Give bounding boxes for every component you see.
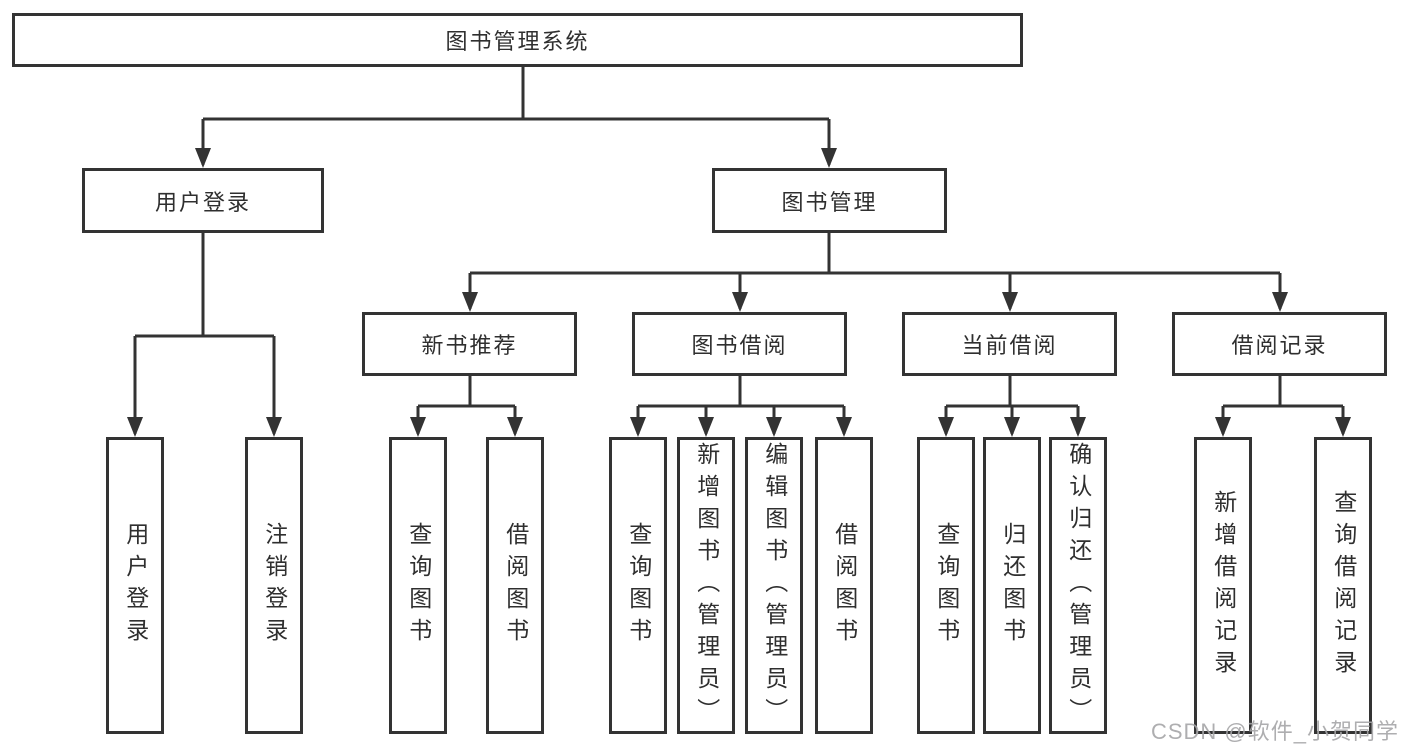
arrowhead-icon <box>938 417 954 437</box>
node-borrowing-records-label: 借阅记录 <box>1231 333 1328 358</box>
node-leaf-logout-label: 注销登录 <box>261 521 288 650</box>
arrowhead-icon <box>766 417 782 437</box>
node-book-borrowing: 图书借阅 <box>632 312 847 376</box>
node-current-borrowing-label: 当前借阅 <box>961 333 1058 358</box>
node-current-borrowing: 当前借阅 <box>902 312 1117 376</box>
arrowhead-icon <box>1004 417 1020 437</box>
node-book-borrowing-label: 图书借阅 <box>691 333 788 358</box>
arrowhead-icon <box>462 292 478 312</box>
arrowhead-icon <box>1272 292 1288 312</box>
node-leaf-query-books-current-label: 查询图书 <box>933 521 960 650</box>
arrowhead-icon <box>1070 417 1086 437</box>
node-leaf-query-borrow-record-label: 查询借阅记录 <box>1330 489 1357 682</box>
node-leaf-query-books-borrowing-label: 查询图书 <box>625 521 652 650</box>
connector-current-to-leaves <box>944 376 1080 434</box>
node-leaf-borrow-books-recommend: 借阅图书 <box>486 437 544 734</box>
node-root-label: 图书管理系统 <box>445 29 590 54</box>
node-leaf-query-books-current: 查询图书 <box>917 437 975 734</box>
connector-bookmgmt-to-level3 <box>468 233 1282 309</box>
node-leaf-add-borrow-record: 新增借阅记录 <box>1194 437 1252 734</box>
arrowhead-icon <box>507 417 523 437</box>
node-leaf-edit-books-admin: 编辑图书（管理员） <box>745 437 803 734</box>
arrowhead-icon <box>821 148 837 168</box>
arrowhead-icon <box>266 417 282 437</box>
node-leaf-logout: 注销登录 <box>245 437 303 734</box>
connector-root-to-level2 <box>201 67 831 165</box>
arrowhead-icon <box>836 417 852 437</box>
connector-records-to-leaves <box>1221 376 1345 434</box>
node-leaf-borrow-books-recommend-label: 借阅图书 <box>502 521 529 650</box>
node-leaf-confirm-return-admin-label: 确认归还（管理员） <box>1065 441 1092 730</box>
arrowhead-icon <box>1215 417 1231 437</box>
arrowhead-icon <box>195 148 211 168</box>
connector-newbooks-to-leaves <box>416 376 517 434</box>
node-new-book-recommend: 新书推荐 <box>362 312 577 376</box>
arrowhead-icon <box>1335 417 1351 437</box>
arrowhead-icon <box>698 417 714 437</box>
node-leaf-return-books: 归还图书 <box>983 437 1041 734</box>
node-leaf-add-borrow-record-label: 新增借阅记录 <box>1210 489 1237 682</box>
node-leaf-return-books-label: 归还图书 <box>999 521 1026 650</box>
node-leaf-borrow-books: 借阅图书 <box>815 437 873 734</box>
node-book-management: 图书管理 <box>712 168 947 233</box>
arrowhead-icon <box>630 417 646 437</box>
arrowhead-icon <box>1002 292 1018 312</box>
node-leaf-add-books-admin: 新增图书（管理员） <box>677 437 735 734</box>
connector-userlogin-to-leaves <box>133 233 276 434</box>
node-leaf-query-books-recommend-label: 查询图书 <box>405 521 432 650</box>
node-user-login: 用户登录 <box>82 168 324 233</box>
node-leaf-add-books-admin-label: 新增图书（管理员） <box>693 441 720 730</box>
node-leaf-query-books-borrowing: 查询图书 <box>609 437 667 734</box>
watermark: CSDN @软件_小贺同学 <box>1150 719 1399 744</box>
arrowhead-icon <box>410 417 426 437</box>
arrowhead-icon <box>732 292 748 312</box>
node-leaf-query-borrow-record: 查询借阅记录 <box>1314 437 1372 734</box>
node-leaf-query-books-recommend: 查询图书 <box>389 437 447 734</box>
node-leaf-confirm-return-admin: 确认归还（管理员） <box>1049 437 1107 734</box>
node-leaf-user-login: 用户登录 <box>106 437 164 734</box>
connector-borrowing-to-leaves <box>636 376 846 434</box>
node-leaf-edit-books-admin-label: 编辑图书（管理员） <box>761 441 788 730</box>
node-borrowing-records: 借阅记录 <box>1172 312 1387 376</box>
node-new-book-recommend-label: 新书推荐 <box>421 333 518 358</box>
node-book-management-label: 图书管理 <box>781 189 878 215</box>
node-root: 图书管理系统 <box>12 13 1023 67</box>
node-leaf-borrow-books-label: 借阅图书 <box>831 521 858 650</box>
node-leaf-user-login-label: 用户登录 <box>122 521 149 650</box>
node-user-login-label: 用户登录 <box>154 189 251 215</box>
arrowhead-icon <box>127 417 143 437</box>
